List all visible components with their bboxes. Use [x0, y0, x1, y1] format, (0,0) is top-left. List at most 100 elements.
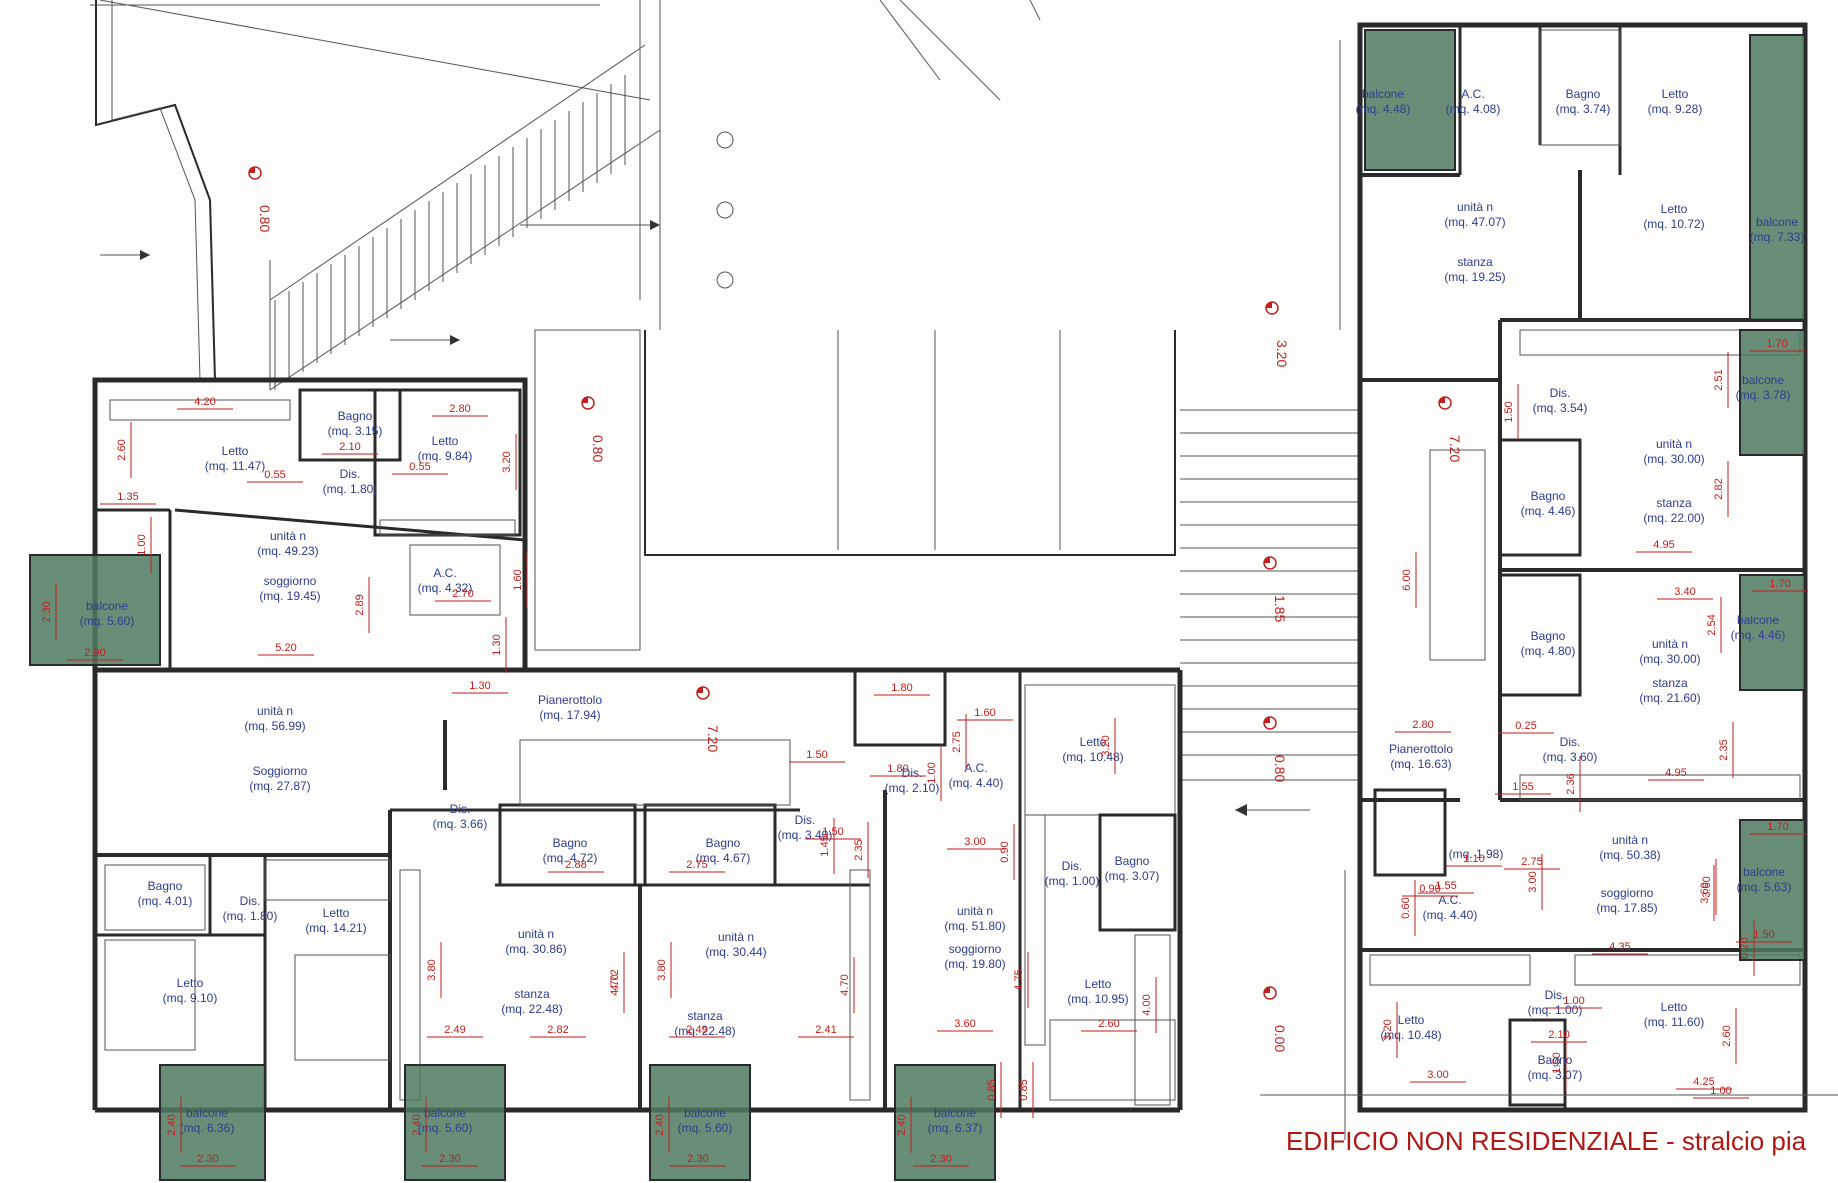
dimension: 2.40	[166, 1097, 182, 1153]
dimension: 0.85	[1018, 1062, 1034, 1118]
dimension-value: 4.35	[1609, 941, 1630, 953]
room-label: stanza(mq. 21.60)	[1639, 676, 1700, 705]
room-label: Dis.(mq. 1.80)	[223, 894, 278, 923]
room-area: (mq. 1.00)	[1045, 874, 1100, 888]
dimension: 1.00	[926, 745, 942, 801]
upper-context	[90, 0, 1176, 651]
dimension: 3.60	[937, 1018, 993, 1032]
room-area: (mq. 14.21)	[305, 921, 366, 935]
room-label: unità n(mq. 30.00)	[1639, 637, 1700, 666]
room-label: Bagno(mq. 4.80)	[1521, 629, 1576, 658]
room-name: Letto	[432, 434, 459, 448]
room-area: (mq. 2.10)	[885, 781, 940, 795]
room-label: soggiorno(mq. 19.80)	[944, 942, 1005, 971]
room-name: stanza	[514, 987, 550, 1001]
dimension-value: 1.00	[926, 762, 938, 783]
room-area: (mq. 49.23)	[257, 544, 318, 558]
dimension: 2.80	[1395, 719, 1451, 733]
dimension: 6.00	[1401, 552, 1417, 608]
room-name: stanza	[1457, 255, 1493, 269]
dimension-value: 1.55	[1512, 781, 1533, 793]
room-name: balcone	[424, 1106, 466, 1120]
dimension-value: 4.00	[1141, 994, 1153, 1015]
room-label: balcone(mq. 6.37)	[928, 1106, 983, 1135]
room-area: (mq. 9.10)	[163, 991, 218, 1005]
room-name: Dis.	[340, 467, 361, 481]
dimension-value: 0.25	[1515, 720, 1536, 732]
dimension: 3.20	[1100, 718, 1116, 774]
dimension: 0.90	[1402, 883, 1458, 897]
room-name: balcone	[684, 1106, 726, 1120]
room-name: unità n	[1612, 833, 1648, 847]
dimension-value: 1.30	[491, 634, 503, 655]
level-markers: 0.800.803.207.207.201.850.800.00	[248, 166, 1463, 1052]
dimension: 2.60	[1721, 1008, 1737, 1064]
dimension-value: 2.49	[444, 1024, 465, 1036]
dimension: 2.10	[1531, 1029, 1587, 1043]
dimension: 4.95	[1636, 539, 1692, 553]
dimension: 2.75	[669, 859, 725, 873]
room-area: (mq. 22.00)	[1643, 511, 1704, 525]
room-name: Letto	[222, 444, 249, 458]
room-area: (mq. 7.33)	[1750, 230, 1805, 244]
room-name: stanza	[1652, 676, 1688, 690]
dimension-value: 0.85	[986, 1079, 998, 1100]
dimension: 3.00	[947, 836, 1003, 850]
room-name: Pianerottolo	[1389, 742, 1453, 756]
dimension-value: 2.41	[815, 1024, 836, 1036]
level-marker: 7.20	[1438, 396, 1463, 462]
room-name: balcone	[1743, 865, 1785, 879]
dimension: 2.89	[354, 577, 370, 633]
dimension: 1.80	[874, 682, 930, 696]
dimension-value: 3.60	[1701, 876, 1713, 897]
room-name: Bagno	[553, 836, 588, 850]
dimension-value: 2.82	[547, 1024, 568, 1036]
room-name: Soggiorno	[253, 764, 308, 778]
dimension-value: 2.60	[1098, 1018, 1119, 1030]
dimension-value: 4.75	[1013, 969, 1025, 990]
dimension: 4.95	[1648, 767, 1704, 781]
upper-stairs	[274, 75, 626, 390]
room-area: (mq. 4.40)	[1423, 908, 1478, 922]
dimension: 0.25	[1498, 720, 1554, 734]
dimension: 4.70	[839, 957, 855, 1013]
room-name: Pianerottolo	[538, 693, 602, 707]
dimension: 2.70	[435, 588, 491, 602]
room-area: (mq. 50.38)	[1599, 848, 1660, 862]
dimension-value: 0.90	[999, 841, 1011, 862]
dimension-value: 2.80	[1412, 719, 1433, 731]
room-label: stanza(mq. 22.48)	[674, 1009, 735, 1038]
room-label: Bagno(mq. 4.01)	[138, 879, 193, 908]
dimension: 1.80	[870, 763, 926, 777]
level-value: 0.00	[1272, 1025, 1288, 1052]
room-area: (mq. 1.00)	[1528, 1003, 1583, 1017]
room-label: Dis.(mq. 1.00)	[1528, 988, 1583, 1017]
dimension: 1.70	[1752, 578, 1808, 592]
room-name: Letto	[1661, 202, 1688, 216]
room-area: (mq. 4.48)	[1356, 102, 1411, 116]
level-value: 1.85	[1272, 595, 1288, 622]
level-marker: 3.20	[1265, 301, 1290, 367]
dimension-value: 2.30	[930, 1153, 951, 1165]
room-area: (mq. 19.45)	[259, 589, 320, 603]
dimension-value: 0.85	[1018, 1079, 1030, 1100]
dimension: 0.60	[1400, 880, 1416, 936]
room-label: unità n(mq. 47.07)	[1444, 200, 1505, 229]
room-area: (mq. 17.85)	[1596, 901, 1657, 915]
room-area: (mq. 5.60)	[678, 1121, 733, 1135]
room-name: Bagno	[1531, 489, 1566, 503]
dimension-value: 2.80	[449, 403, 470, 415]
room-name: A.C.	[433, 566, 456, 580]
room-name: Dis.	[1545, 988, 1566, 1002]
room-label: Dis.(mq. 1.80)	[323, 467, 378, 496]
dimension-value: 0.70	[1739, 937, 1751, 958]
dimension-value: 1.70	[1767, 821, 1788, 833]
room-label: Bagno(mq. 3.07)	[1528, 1053, 1583, 1082]
dimension: 2.30	[913, 1153, 969, 1167]
room-label: unità n(mq. 30.86)	[505, 927, 566, 956]
room-label: balcone(mq. 3.78)	[1736, 373, 1791, 402]
dimension: 3.20	[1382, 1002, 1398, 1058]
dimension: 3.60	[1699, 865, 1715, 921]
room-area: (mq. 10.48)	[1380, 1028, 1441, 1042]
level-marker: 7.20	[696, 686, 721, 752]
